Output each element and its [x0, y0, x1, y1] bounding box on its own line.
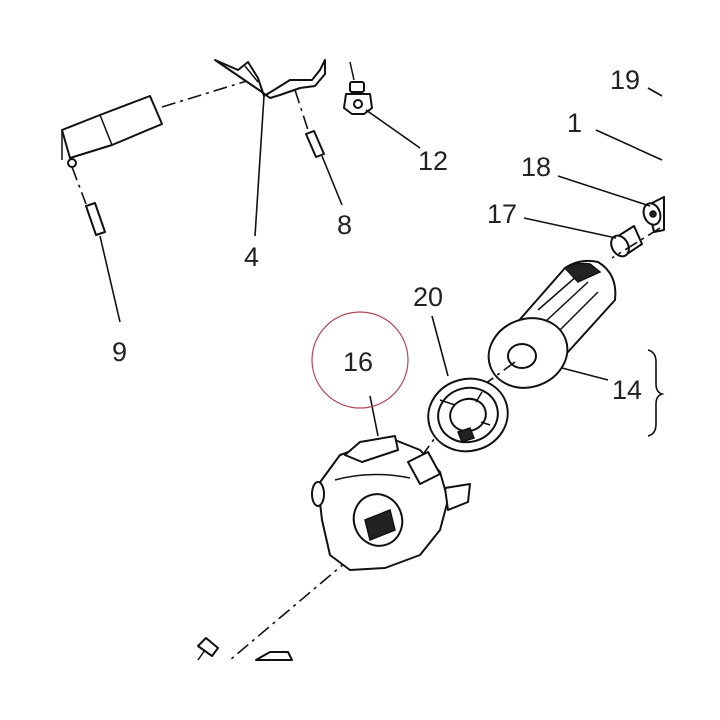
spacer-part-17 [610, 225, 643, 258]
group-brace [647, 349, 665, 437]
pin-9-axis [71, 166, 87, 205]
leader-8 [321, 155, 343, 206]
pin-8-axis [294, 89, 309, 131]
main-axis-2 [473, 361, 516, 393]
main-axis [611, 227, 661, 259]
switch-housing-part-16 [311, 435, 471, 571]
callout-8: 8 [337, 210, 352, 240]
callout-1: 1 [567, 108, 582, 138]
leader-14 [561, 367, 609, 381]
leader-16 [369, 395, 379, 437]
handlebar-axis [161, 79, 251, 108]
pin-part-8 [305, 130, 325, 158]
leader-18 [557, 175, 651, 207]
callout-4: 4 [244, 242, 259, 272]
callout-12: 12 [418, 146, 448, 176]
callout-17: 17 [487, 199, 517, 229]
grip-part-14 [487, 259, 617, 389]
bar-end-part-18 [642, 196, 665, 233]
leader-17 [523, 217, 617, 239]
pin-part-9 [85, 202, 106, 236]
leader-4 [254, 95, 265, 237]
callout-14: 14 [612, 375, 642, 405]
bolt-part-12 [343, 61, 373, 115]
throttle-pulley-part-20 [427, 377, 509, 453]
callout-20: 20 [413, 282, 443, 312]
lower-fitting [197, 637, 293, 661]
leader-12 [365, 109, 421, 149]
leader-9 [99, 235, 121, 323]
callout-18: 18 [521, 152, 551, 182]
handlebar-tube [61, 95, 163, 168]
leader-19 [647, 87, 663, 97]
leader-1 [595, 129, 663, 161]
highlight-ring-16 [311, 311, 409, 409]
leader-20 [431, 315, 449, 377]
callout-16: 16 [343, 347, 373, 377]
bracket-part-4 [214, 59, 326, 99]
callout-9: 9 [112, 337, 127, 367]
callout-19: 19 [610, 65, 640, 95]
